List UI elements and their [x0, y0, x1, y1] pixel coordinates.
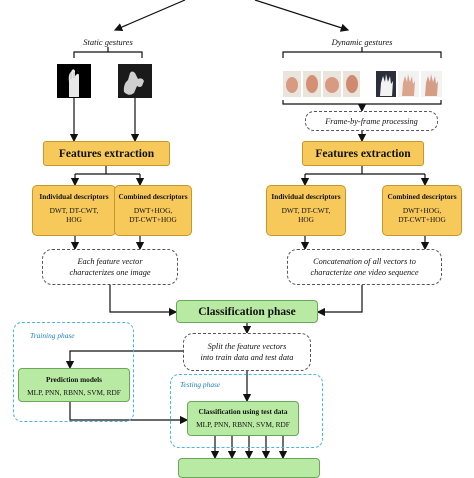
right-feature-note: Concatenation of all vectors to characte… — [287, 249, 442, 285]
descriptor-title: Individual descriptors — [271, 192, 341, 201]
box-title: Prediction models — [45, 375, 102, 384]
right-individual-descriptors: Individual descriptors DWT, DT-CWT, HOG — [266, 185, 346, 236]
descriptor-line: DWT, DT-CWT, — [49, 206, 99, 215]
classification-phase: Classification phase — [176, 300, 318, 323]
right-combined-descriptors: Combined descriptors DWT+HOG, DT-CWT+HOG — [382, 185, 462, 236]
note-line: characterize one video sequence — [310, 268, 419, 277]
note-line: Split the feature vectors — [207, 342, 287, 351]
descriptor-line: DWT+HOG, — [402, 206, 442, 215]
note-line: Concatenation of all vectors to — [313, 257, 416, 266]
box-body: MLP, PNN, RBNN, SVM, RDF — [27, 388, 121, 397]
features-extraction-left: Features extraction — [43, 141, 170, 166]
gesture-frame — [303, 71, 321, 97]
gesture-frame — [398, 71, 419, 97]
training-phase-label: Training phase — [30, 331, 75, 340]
dynamic-gestures-label: Dynamic gestures — [331, 37, 393, 47]
gesture-frame — [421, 71, 442, 97]
testing-phase-region — [170, 374, 323, 448]
box-body: MLP, PNN, RBNN, SVM, RDF — [196, 420, 290, 429]
descriptor-line: HOG — [66, 215, 82, 224]
gesture-frame — [343, 71, 360, 97]
dynamic-gesture-sequence-2 — [376, 71, 442, 97]
descriptor-line: DWT+HOG, — [133, 206, 173, 215]
gesture-frame — [283, 71, 301, 97]
features-extraction-right: Features extraction — [302, 141, 424, 166]
classification-test-box: Classification using test data MLP, PNN,… — [187, 401, 299, 436]
note-line: Each feature vector — [77, 257, 143, 266]
dynamic-gesture-sequence-1 — [283, 71, 360, 97]
gesture-frame — [376, 71, 396, 97]
prediction-models-box: Prediction models MLP, PNN, RBNN, SVM, R… — [18, 368, 130, 402]
left-individual-descriptors: Individual descriptors DWT, DT-CWT, HOG — [32, 185, 116, 236]
descriptor-title: Individual descriptors — [39, 192, 109, 201]
note-line: into train data and test data — [200, 353, 294, 362]
gesture-frame — [323, 71, 341, 97]
descriptor-title: Combined descriptors — [387, 192, 457, 201]
descriptor-line: HOG — [298, 215, 314, 224]
box-title: Classification using test data — [198, 407, 288, 416]
static-gestures-label: Static gestures — [83, 37, 133, 47]
note-line: characterizes one image — [69, 268, 151, 277]
training-phase-region — [13, 322, 134, 422]
frame-by-frame-processing: Frame-by-frame processing — [305, 111, 438, 131]
descriptor-title: Combined descriptors — [118, 192, 188, 201]
split-data-note: Split the feature vectors into train dat… — [183, 333, 311, 371]
descriptor-line: DT-CWT+HOG — [129, 215, 177, 224]
left-combined-descriptors: Combined descriptors DWT+HOG, DT-CWT+HOG — [114, 185, 192, 236]
static-gesture-image-2 — [118, 64, 152, 98]
testing-phase-label: Testing phase — [180, 380, 221, 389]
descriptor-line: DWT, DT-CWT, — [281, 206, 331, 215]
static-gesture-image-1 — [57, 64, 91, 98]
descriptor-line: DT-CWT+HOG — [398, 215, 446, 224]
bottom-result-box-cropped — [178, 458, 320, 478]
left-feature-note: Each feature vector characterizes one im… — [42, 249, 178, 285]
